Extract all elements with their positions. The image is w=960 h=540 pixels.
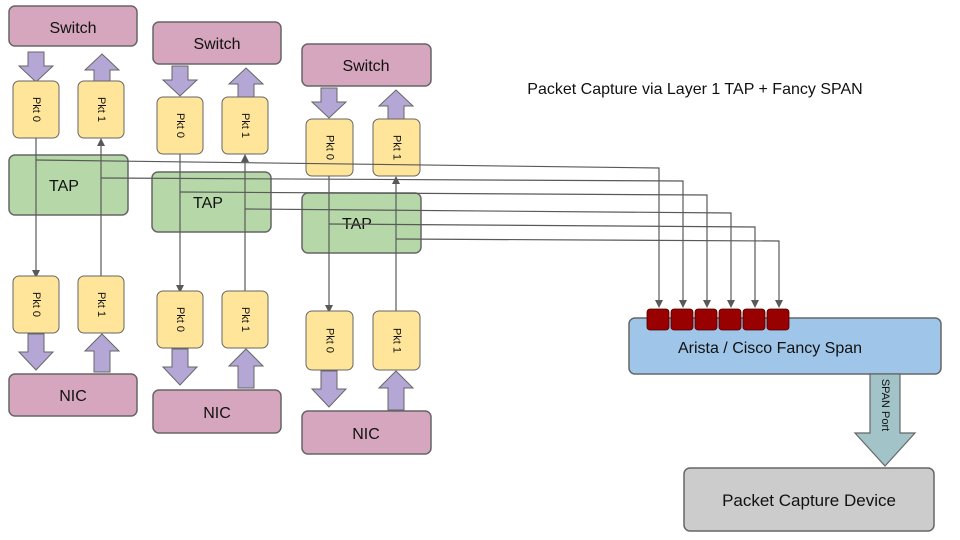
switch-0 <box>8 5 138 47</box>
span-box-label: Arista / Cisco Fancy Span <box>678 340 862 357</box>
nic-0-label: NIC <box>59 388 87 405</box>
switch-0-label: Switch <box>49 20 96 37</box>
pkt-1-top-1-label: Pkt 1 <box>239 113 251 138</box>
tap-line-5 <box>395 238 783 308</box>
arrow-2-nic-up <box>377 370 415 411</box>
tap-line-4 <box>328 223 759 308</box>
nic-0 <box>8 373 138 417</box>
tap-line-2 <box>179 191 711 308</box>
span-port-4 <box>742 308 766 331</box>
pkt-0-top-0-label: Pkt 0 <box>30 97 42 122</box>
capture-device <box>683 467 935 532</box>
arrow-0-switch-down <box>17 51 55 83</box>
arrow-2-switch-up <box>377 89 415 123</box>
span-port-label: SPAN Port <box>879 379 891 431</box>
pkt-2-bottom-0 <box>305 310 354 371</box>
pkt-2-bottom-1 <box>372 310 421 371</box>
stack-1: Switch Pkt 0 Pkt 1 TAP Pkt 0 Pkt 1 NIC <box>151 21 282 434</box>
arrow-0-switch-up <box>83 53 121 85</box>
switch-1-label: Switch <box>193 36 240 53</box>
pkt-1-bottom-0-label: Pkt 0 <box>174 307 186 332</box>
nic-2 <box>301 410 432 455</box>
tap-0-label: TAP <box>49 178 79 195</box>
switch-1 <box>152 21 282 65</box>
tap-line-0 <box>35 159 663 308</box>
span-port-arrow <box>853 373 917 467</box>
arrow-0-nic-up <box>83 333 121 373</box>
tap-1 <box>151 171 272 233</box>
nic-1-label: NIC <box>203 405 231 422</box>
tap-output-lines <box>35 159 783 308</box>
pkt-1-bottom-0 <box>156 290 204 349</box>
span-port-3 <box>718 308 742 331</box>
nic-1 <box>152 389 282 434</box>
nic-2-label: NIC <box>352 426 380 443</box>
arrow-2-nic-down <box>310 370 348 408</box>
stack-2: Switch Pkt 0 Pkt 1 TAP Pkt 0 Pkt 1 NIC <box>301 43 432 455</box>
pkt-0-bottom-1 <box>77 275 125 334</box>
arrow-2-switch-down <box>310 87 348 119</box>
span-port-5 <box>766 308 790 331</box>
switch-2 <box>301 43 432 87</box>
tap-line-1 <box>100 177 687 308</box>
tap-1-label: TAP <box>193 195 223 212</box>
switch-2-label: Switch <box>342 58 389 75</box>
pkt-1-bottom-1-label: Pkt 1 <box>239 307 251 332</box>
pkt-1-top-0-label: Pkt 0 <box>174 113 186 138</box>
diagram-title: Packet Capture via Layer 1 TAP + Fancy S… <box>527 81 862 98</box>
pkt-1-bottom-1 <box>221 290 269 349</box>
pkt-0-bottom-0 <box>12 275 60 334</box>
tap-0 <box>8 154 129 216</box>
arrow-1-nic-down <box>161 348 199 386</box>
arrow-1-switch-up <box>227 67 265 101</box>
pkt-2-top-0-label: Pkt 0 <box>324 135 336 160</box>
pkt-2-top-1-label: Pkt 1 <box>391 135 403 160</box>
arrow-1-switch-down <box>161 65 199 97</box>
pkt-2-bottom-0-label: Pkt 0 <box>324 328 336 353</box>
span-port-0 <box>646 308 670 331</box>
pkt-2-bottom-1-label: Pkt 1 <box>391 328 403 353</box>
tap-line-3 <box>244 208 735 308</box>
pkt-0-bottom-0-label: Pkt 0 <box>30 292 42 317</box>
pkt-0-top-1-label: Pkt 1 <box>95 97 107 122</box>
span-ports <box>646 308 790 331</box>
span-port-1 <box>670 308 694 331</box>
stack-0: Switch Pkt 0 Pkt 1 TAP Pkt 0 Pkt 1 NIC <box>8 5 138 417</box>
arrow-1-nic-up <box>227 348 265 389</box>
capture-device-label: Packet Capture Device <box>722 491 896 510</box>
arrow-0-nic-down <box>17 333 55 371</box>
pkt-0-bottom-1-label: Pkt 1 <box>95 292 107 317</box>
span-port-2 <box>694 308 718 331</box>
